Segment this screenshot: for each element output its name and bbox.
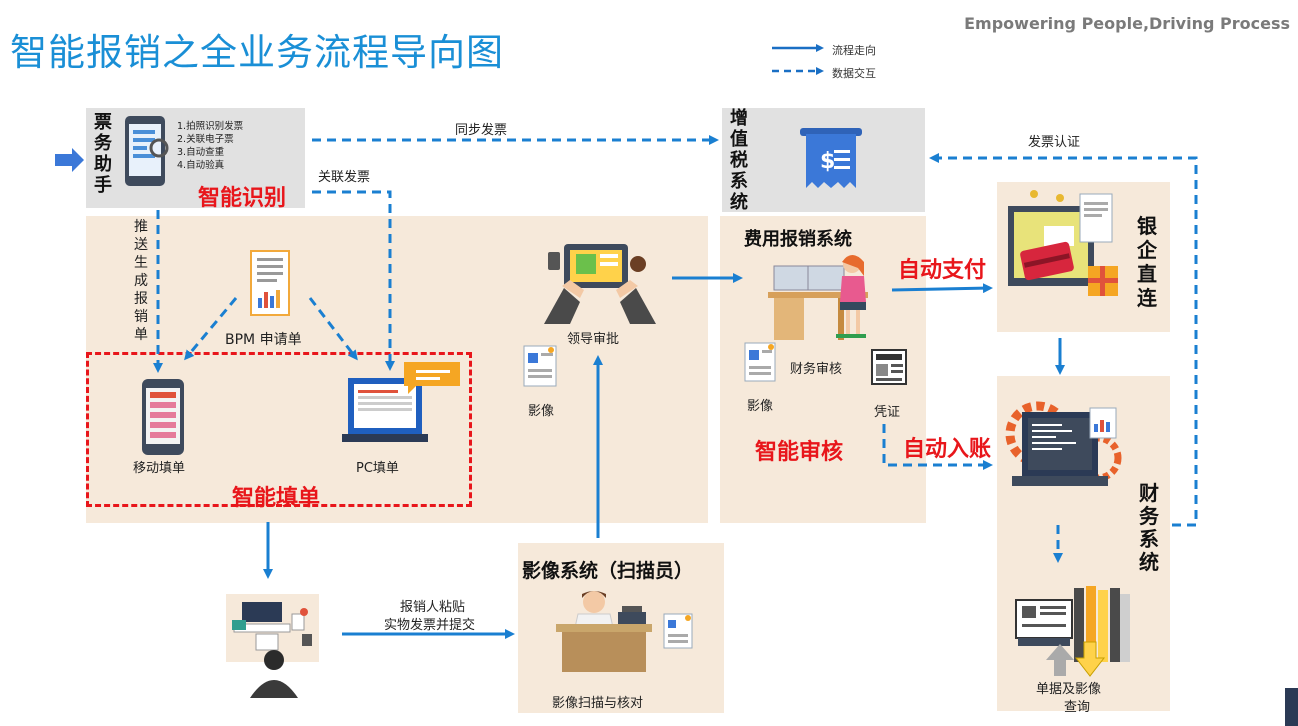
ticket-feature-list: 1.拍照识别发票 2.关联电子票 3.自动查重 4.自动验真 [177,120,243,172]
mobile-form-label: 移动填单 [133,461,186,476]
bpm-label: BPM 申请单 [225,332,302,348]
smart-recognition-tag: 智能识别 [198,186,287,211]
image-document-icon [523,345,557,387]
mobile-phone-icon [142,379,184,455]
ticket-assistant-label: 票务助手 [94,112,112,196]
query-label-line2: 查询 [1064,700,1091,715]
legend-dashed-arrow [816,67,824,75]
auto-pay-tag: 自动支付 [898,258,987,283]
bank-payment-icon [1008,190,1118,296]
query-label-line1: 单据及影像 [1036,682,1102,697]
image-system-caption: 影像扫描与核对 [552,696,644,711]
edge-link-invoice [312,190,395,371]
vat-label: 增值税系统 [730,108,748,213]
auto-post-tag: 自动入账 [903,437,992,462]
legend-solid-arrow [816,44,824,52]
expense-image-label: 影像 [747,399,774,414]
finance-staff-icon [768,255,868,340]
ticket-feature-item: 4.自动验真 [177,160,225,171]
legend-solid-label: 流程走向 [832,44,876,57]
legend-dashed-label: 数据交互 [832,67,876,80]
edge-auto-pay [891,283,993,294]
archive-query-icon [1015,586,1130,677]
legend [772,44,824,75]
smart-form-box [86,352,472,507]
paste-submit-line1: 报销人粘贴 [400,600,466,615]
approval-image-label: 影像 [528,404,555,419]
leader-approval-label: 领导审批 [567,332,620,347]
smart-form-tag: 智能填单 [232,486,321,511]
finance-computer-icon [1005,401,1122,486]
voucher-label: 凭证 [874,405,901,420]
page-title: 智能报销之全业务流程导向图 [10,31,504,74]
finance-system-label: 财务系统 [1139,481,1159,574]
edge-bpm-pc [308,297,358,361]
ticket-feature-item: 1.拍照识别发票 [177,121,244,132]
tablet-approval-icon [544,244,656,324]
entry-arrow [55,148,84,172]
label-sync-invoice: 同步发票 [455,123,508,138]
paste-submit-line2: 实物发票并提交 [384,618,476,633]
label-invoice-cert: 发票认证 [1028,135,1081,150]
pc-form-label: PC填单 [356,461,399,476]
laptop-form-icon [342,362,460,442]
label-link-invoice: 关联发票 [318,170,371,185]
ticket-feature-item: 3.自动查重 [177,147,225,158]
slide-edge-tab [1285,688,1298,726]
tax-invoice-icon: $ [800,128,862,188]
slogan: Empowering People,Driving Process [964,14,1290,33]
expense-system-title: 费用报销系统 [744,229,852,250]
ticket-assistant-panel [86,108,305,208]
expense-image-icon [744,342,776,382]
edge-auto-post [882,424,993,470]
bpm-document-icon [250,250,290,316]
svg-text:$: $ [820,149,835,174]
reimburser-desk-icon [232,602,312,698]
edge-bpm-mobile [184,297,238,361]
ticket-feature-item: 2.关联电子票 [177,134,234,145]
voucher-icon [871,349,907,385]
smart-review-tag: 智能审核 [755,440,844,465]
label-push-form: 推送生成报销单 [134,219,148,343]
scanner-operator-icon [556,591,693,672]
phone-scan-icon [125,116,169,186]
bank-label: 银企直连 [1137,214,1157,310]
finance-review-label: 财务审核 [790,362,843,377]
image-system-title: 影像系统（扫描员） [522,560,694,582]
